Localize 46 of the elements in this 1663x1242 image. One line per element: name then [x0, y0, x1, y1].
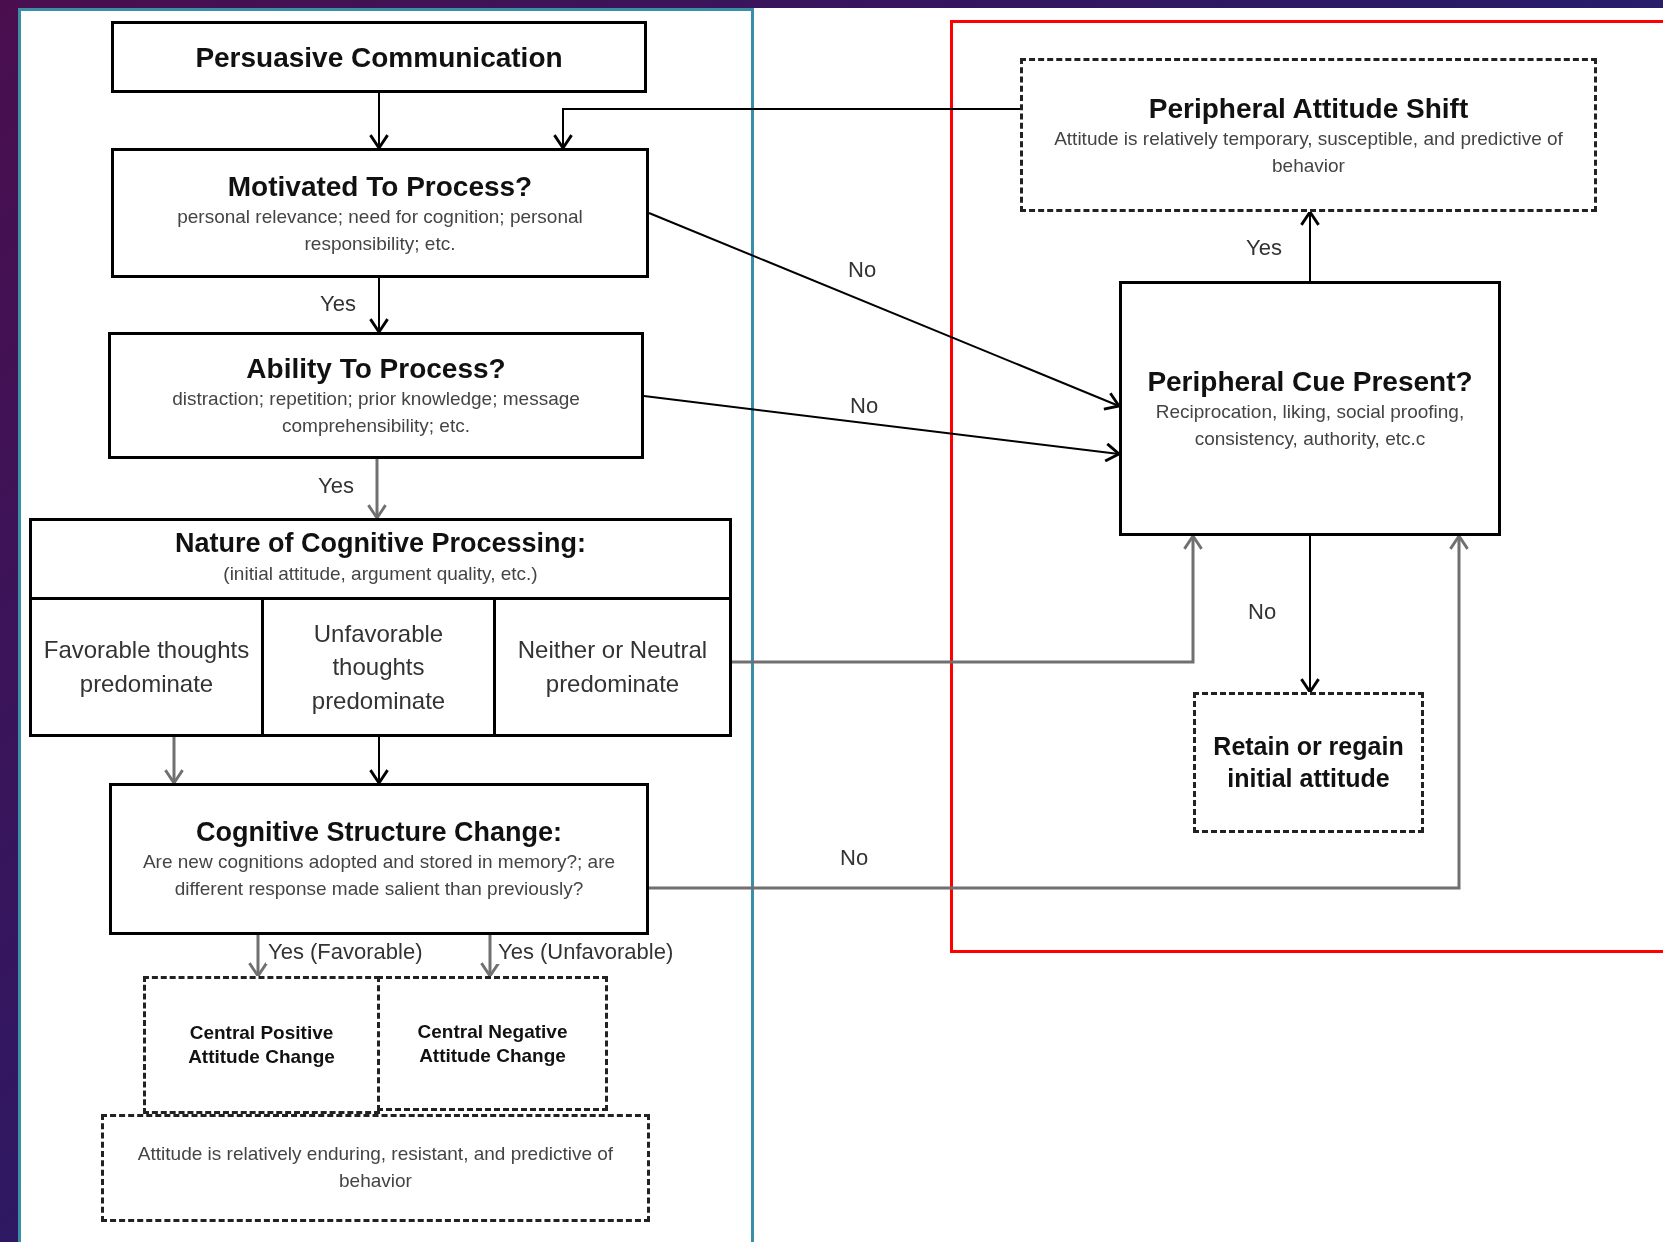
arrow — [369, 92, 389, 150]
decision-box — [108, 332, 644, 459]
arrow — [732, 534, 1203, 664]
node-description: personal relevance; need for cognition; personal responsibility; etc. — [176, 204, 584, 256]
node-heading: Motivated To Process? — [227, 169, 533, 204]
outcome-box — [1020, 58, 1597, 212]
node-description: Attitude is relatively temporary, susceptible, and predictive of behavior — [1053, 126, 1564, 178]
process-box — [109, 783, 649, 935]
node-heading: Ability To Process? — [246, 352, 506, 387]
arrow — [553, 108, 1021, 150]
node-heading: Peripheral Attitude Shift — [1148, 91, 1469, 126]
node-heading: Persuasive Communication — [195, 40, 563, 75]
arrow — [367, 459, 387, 520]
process-box — [111, 21, 647, 93]
arrow — [648, 212, 1121, 411]
node-text: Favorable thoughts predominate — [42, 635, 251, 699]
node-description: Are new cognitions adopted and stored in memory?; are different response made salient than previously? — [141, 850, 617, 901]
node-text: Neither or Neutral predominate — [516, 635, 709, 699]
arrow — [480, 935, 500, 978]
arrow — [369, 736, 389, 785]
node-description: distraction; repetition; prior knowledge; message comprehensibility; etc. — [171, 387, 581, 438]
node-heading: Peripheral Cue Present? — [1147, 365, 1473, 400]
node-text: Retain or regain initial attitude — [1212, 731, 1405, 794]
node-text: Attitude is relatively enduring, resistant, and predictive of behavior — [136, 1142, 615, 1193]
node-text: Central Positive Attitude Change — [187, 1021, 336, 1069]
node-heading: Nature of Cognitive Processing: — [174, 527, 587, 560]
node-description: Reciprocation, liking, social proofing, consistency, authority, etc.c — [1154, 400, 1466, 451]
outcome-box — [1193, 692, 1424, 833]
outcome-box — [143, 976, 380, 1114]
node-description: (initial attitude, argument quality, etc.) — [223, 561, 538, 586]
node-text: Central Negative Attitude Change — [416, 1019, 569, 1068]
note-box — [101, 1114, 650, 1222]
arrow — [1300, 210, 1320, 282]
arrow — [1300, 535, 1320, 694]
decision-box — [1119, 281, 1501, 536]
arrow — [649, 534, 1469, 890]
arrow — [164, 737, 184, 785]
decision-box — [111, 148, 649, 278]
process-box — [29, 518, 732, 737]
arrow — [248, 935, 268, 978]
arrow — [369, 277, 389, 334]
edge-label: Yes (Favorable) — [266, 940, 425, 965]
outcome-box — [377, 976, 608, 1111]
node-text: Unfavorable thoughts predominate — [310, 618, 447, 716]
arrow — [643, 395, 1121, 463]
node-heading: Cognitive Structure Change: — [196, 815, 562, 849]
